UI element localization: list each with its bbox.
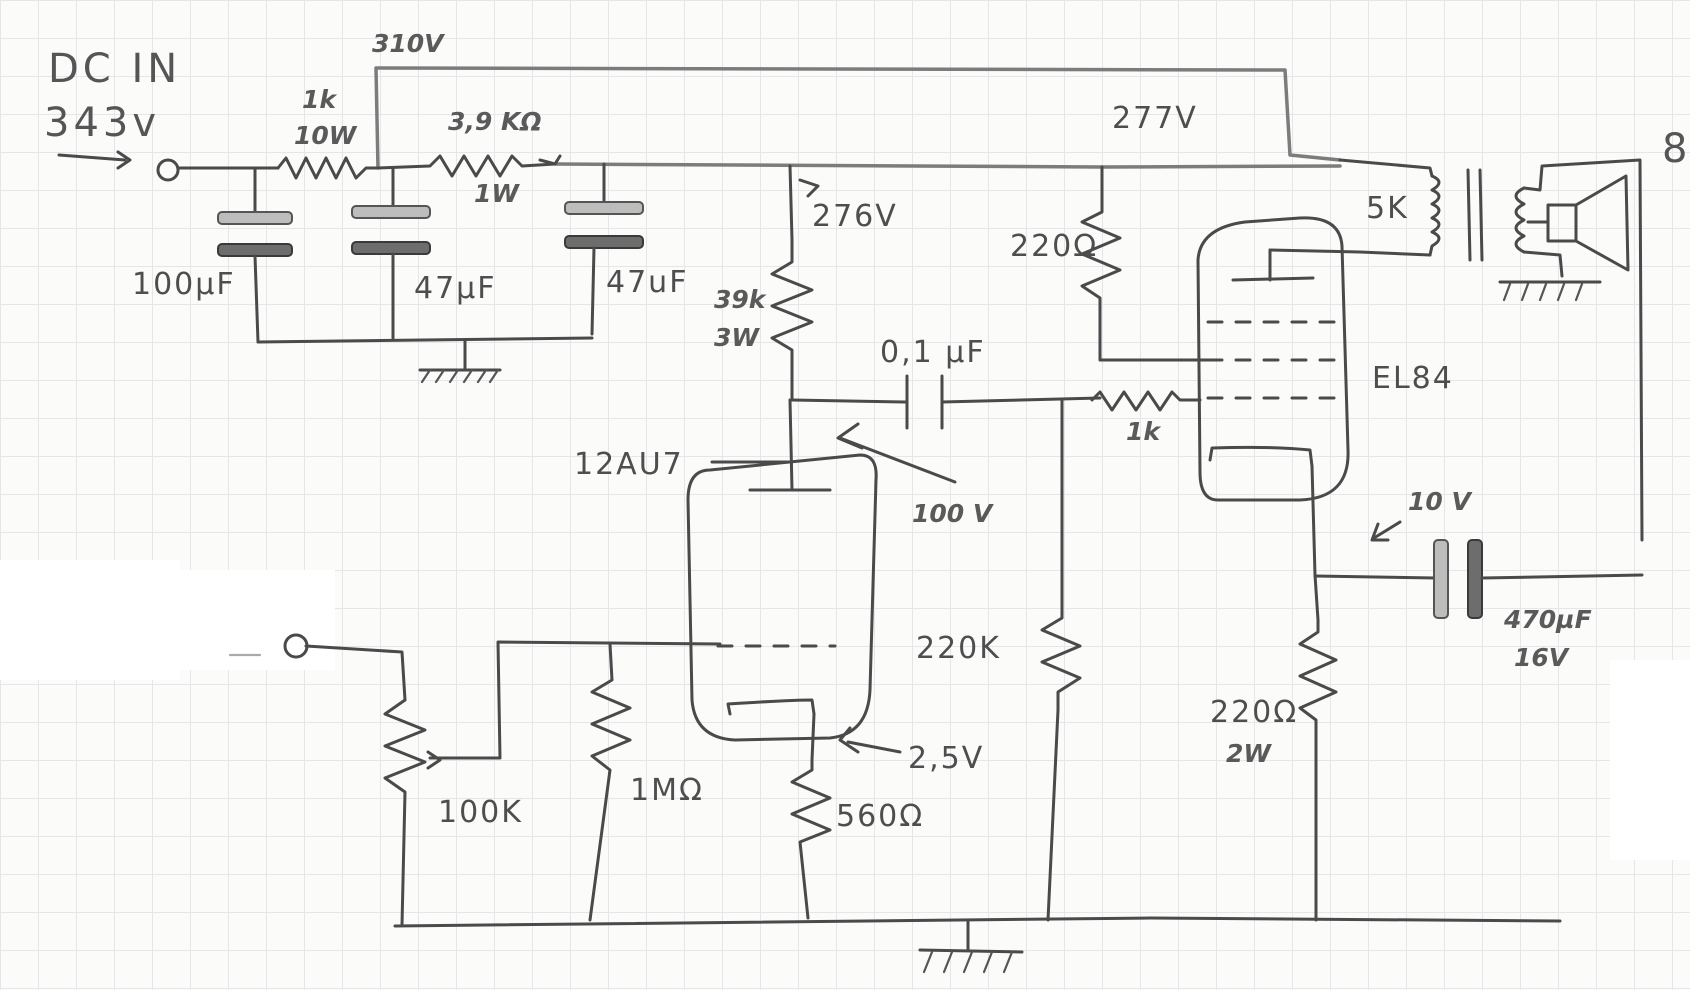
stage1-supply-wire: [788, 164, 820, 242]
resistor-220k: [1040, 598, 1082, 922]
screen-resistor-label: 220Ω: [1010, 229, 1098, 264]
cap-47uf-2-label: 47uF: [606, 265, 688, 300]
speaker-impedance-label: 8: [1662, 126, 1690, 172]
coupling-cap-label: 0,1 µF: [880, 335, 986, 370]
v1-cathode-wire: [810, 712, 902, 762]
v1-plate-voltage: 100 V: [912, 499, 994, 528]
plate-rail-277v: [538, 154, 1342, 169]
r-cath2-power: 2W: [1226, 739, 1272, 768]
el84-plate-wire: [1268, 248, 1432, 257]
ground-rail: [393, 916, 1562, 974]
r-filter-value: 3,9 KΩ: [448, 107, 542, 136]
dc-in-label: DC IN: [48, 46, 181, 92]
v2-cathode: [1208, 445, 1314, 468]
cap-100uf-label: 100µF: [132, 267, 236, 302]
r-plate1-value: 39k: [714, 285, 767, 314]
screen-resistor-220: [1080, 165, 1210, 362]
tube-el84: [1196, 216, 1350, 502]
resistor-3k9-1w: [376, 154, 557, 178]
stage1-supply-voltage: 276V: [812, 199, 898, 234]
output-transformer: [1338, 158, 1644, 542]
resistor-1k-10w: [276, 156, 380, 180]
resistor-560: [790, 758, 832, 920]
el84-label: EL84: [1372, 361, 1454, 396]
transformer-primary-label: 5K: [1366, 191, 1409, 226]
r-grid1-label: 1MΩ: [630, 773, 704, 808]
cap-0-1uf: [905, 374, 1102, 430]
c-cath2-rating: 16V: [1514, 643, 1570, 672]
paper-patch: [0, 560, 180, 680]
v1-cathode: [726, 698, 816, 716]
grid-leak-label: 220K: [916, 631, 1001, 666]
paper-patch: [1610, 660, 1690, 860]
resistor-1m: [588, 642, 632, 922]
c-cath2-value: 470µF: [1503, 605, 1592, 634]
coupling-node-wire: [788, 398, 907, 492]
r-in-power: 10W: [294, 121, 358, 150]
12au7-label: 12AU7: [574, 447, 684, 482]
r-filter-power: 1W: [474, 179, 520, 208]
grid-stop-label: 1k: [1126, 417, 1161, 446]
cap-100uf: [217, 166, 293, 344]
pot-label: 100K: [438, 795, 523, 830]
resistor-39k-3w: [770, 238, 814, 402]
cap-47uf-1-label: 47µF: [414, 271, 497, 306]
resistor-220-2w: [1298, 618, 1338, 922]
cap-470uf: [1370, 520, 1644, 619]
input-voltage-label: 343v: [44, 100, 160, 146]
v2-plate: [1231, 276, 1315, 282]
v2-cathode-voltage: 10 V: [1408, 487, 1472, 516]
plate-rail-voltage: 277V: [1112, 101, 1198, 136]
r-in-value: 1k: [302, 85, 337, 114]
paper-patch: [170, 570, 335, 670]
speaker: [1526, 174, 1630, 272]
tube-12au7: [686, 453, 878, 742]
el84-cathode-wire: [1310, 464, 1438, 622]
top-rail-voltage: 310V: [372, 29, 445, 58]
signal-input: [228, 633, 407, 702]
r-plate1-power: 3W: [714, 323, 760, 352]
grid-stop-resistor-1k: [1090, 390, 1202, 412]
v1-cathode-voltage: 2,5V: [908, 741, 984, 776]
v1-plate-pointer: [710, 422, 957, 484]
r-cath2-value: 220Ω: [1210, 695, 1298, 730]
input-line: [57, 150, 280, 182]
top-rail-310v: [374, 66, 1342, 170]
r-cath1-label: 560Ω: [836, 799, 924, 834]
filter-ground: [256, 336, 594, 384]
cap-47uf-1: [351, 166, 431, 340]
dc-input-terminal[interactable]: [156, 158, 180, 182]
cap-47uf-2: [564, 162, 644, 336]
